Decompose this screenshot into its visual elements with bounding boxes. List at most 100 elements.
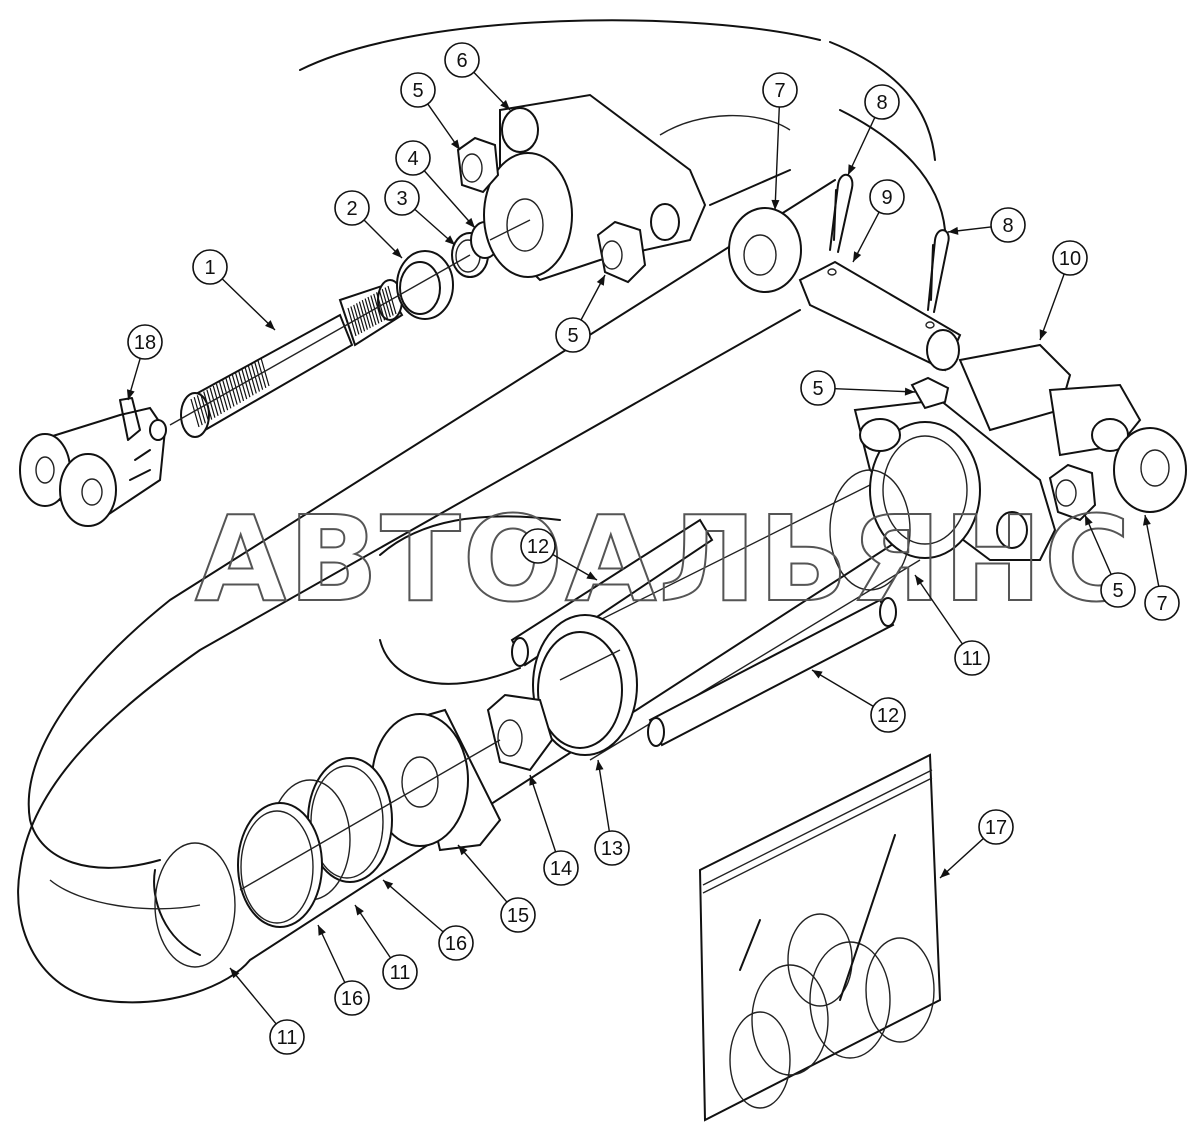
- leader-arrow-6: [500, 100, 510, 110]
- callout-circle: [800, 370, 836, 406]
- leader-arrow-9: [853, 251, 862, 262]
- callout-3: 3: [384, 180, 420, 216]
- leader-line-5: [1084, 514, 1112, 575]
- thread-line: [231, 374, 241, 403]
- cylinder-barrel-outline: [17, 19, 946, 1004]
- callout-leaders: [126, 71, 1160, 1025]
- callout-circle: [500, 897, 536, 933]
- callout-number: 2: [346, 198, 357, 220]
- leader-arrow-10: [1039, 329, 1048, 340]
- callout-number: 6: [456, 50, 467, 72]
- leader-arrow-11: [230, 968, 240, 979]
- leader-line-4: [423, 170, 476, 229]
- callout-number: 11: [390, 962, 411, 984]
- part-1-threaded-rod: [180, 279, 404, 438]
- thread-line: [228, 376, 238, 405]
- callout-circle: [395, 140, 431, 176]
- leader-arrow-7: [771, 199, 780, 210]
- leader-line-12: [811, 669, 874, 707]
- callout-number: 16: [445, 933, 467, 955]
- thread-line: [190, 398, 200, 428]
- callout-12: 12: [520, 528, 556, 564]
- leader-arrow-3: [444, 235, 455, 245]
- leader-line-15: [457, 844, 508, 903]
- part-5-nut-upper-a: [456, 136, 500, 194]
- thread-line: [238, 370, 248, 400]
- leader-arrow-11: [915, 575, 924, 586]
- leader-arrow-8: [848, 164, 856, 175]
- part-11-ring-upper: [829, 469, 911, 591]
- callout-11: 11: [382, 954, 418, 990]
- leader-arrow-11: [355, 905, 364, 916]
- callout-13: 13: [594, 830, 630, 866]
- callout-11: 11: [269, 1019, 305, 1055]
- callout-number: 14: [550, 858, 572, 880]
- callout-circle: [384, 180, 420, 216]
- leader-line-16: [382, 879, 444, 933]
- thread-line: [212, 385, 222, 415]
- callout-circle: [543, 850, 579, 886]
- leader-line-1: [221, 278, 276, 331]
- leader-line-11: [914, 574, 963, 645]
- leader-line-10: [1039, 273, 1065, 341]
- thread-line: [222, 380, 232, 409]
- callout-number: 5: [412, 80, 423, 102]
- callout-12: 12: [870, 697, 906, 733]
- callout-circle: [762, 72, 798, 108]
- callout-8: 8: [990, 207, 1026, 243]
- leader-arrow-7: [1142, 515, 1151, 526]
- thread-line: [219, 382, 229, 411]
- callout-number: 5: [812, 378, 823, 400]
- callout-number: 12: [877, 705, 899, 727]
- callout-circle: [1144, 585, 1180, 621]
- callout-5: 5: [800, 370, 836, 406]
- thread-line: [244, 367, 254, 396]
- callout-16: 16: [334, 980, 370, 1016]
- part-10-base-end: [853, 343, 1142, 561]
- callout-7: 7: [762, 72, 798, 108]
- thread-line: [193, 396, 203, 426]
- callout-number: 3: [396, 188, 407, 210]
- callout-number: 17: [985, 817, 1007, 839]
- callout-circle: [400, 72, 436, 108]
- callout-circle: [990, 207, 1026, 243]
- callout-number: 5: [1112, 580, 1123, 602]
- callout-circle: [869, 179, 905, 215]
- thread-line: [234, 372, 245, 402]
- callout-number: 8: [876, 92, 887, 114]
- part-6-gland: [483, 93, 707, 282]
- callout-circle: [269, 1019, 305, 1055]
- leader-arrow-2: [392, 248, 402, 258]
- callout-circle: [438, 925, 474, 961]
- thread-line: [241, 369, 251, 398]
- callout-2: 2: [334, 190, 370, 226]
- callout-number: 4: [407, 148, 418, 170]
- leader-arrow-18: [126, 389, 135, 400]
- leader-arrow-4: [465, 217, 475, 228]
- assembly-centerlines: [169, 219, 621, 891]
- leader-arrow-12: [812, 670, 823, 679]
- callout-circle: [864, 84, 900, 120]
- leader-arrow-5: [450, 139, 460, 150]
- callout-8: 8: [864, 84, 900, 120]
- callout-number: 13: [601, 838, 623, 860]
- callout-number: 7: [774, 80, 785, 102]
- leader-arrow-14: [529, 775, 537, 786]
- leader-arrow-16: [383, 880, 394, 890]
- leader-arrow-15: [458, 845, 468, 856]
- leader-line-7: [1144, 514, 1160, 587]
- leader-line-7: [774, 106, 780, 211]
- leader-line-13: [597, 759, 611, 832]
- callout-number: 18: [134, 332, 156, 354]
- callout-number: 1: [204, 257, 215, 279]
- part-2-ring: [396, 250, 454, 320]
- leader-arrow-5: [904, 387, 915, 396]
- leader-arrow-12: [586, 571, 597, 580]
- callout-number: 9: [881, 187, 892, 209]
- callout-number: 12: [527, 536, 549, 558]
- part-7-washer-lower: [1113, 427, 1187, 513]
- callout-circle: [954, 640, 990, 676]
- callout-18: 18: [127, 324, 163, 360]
